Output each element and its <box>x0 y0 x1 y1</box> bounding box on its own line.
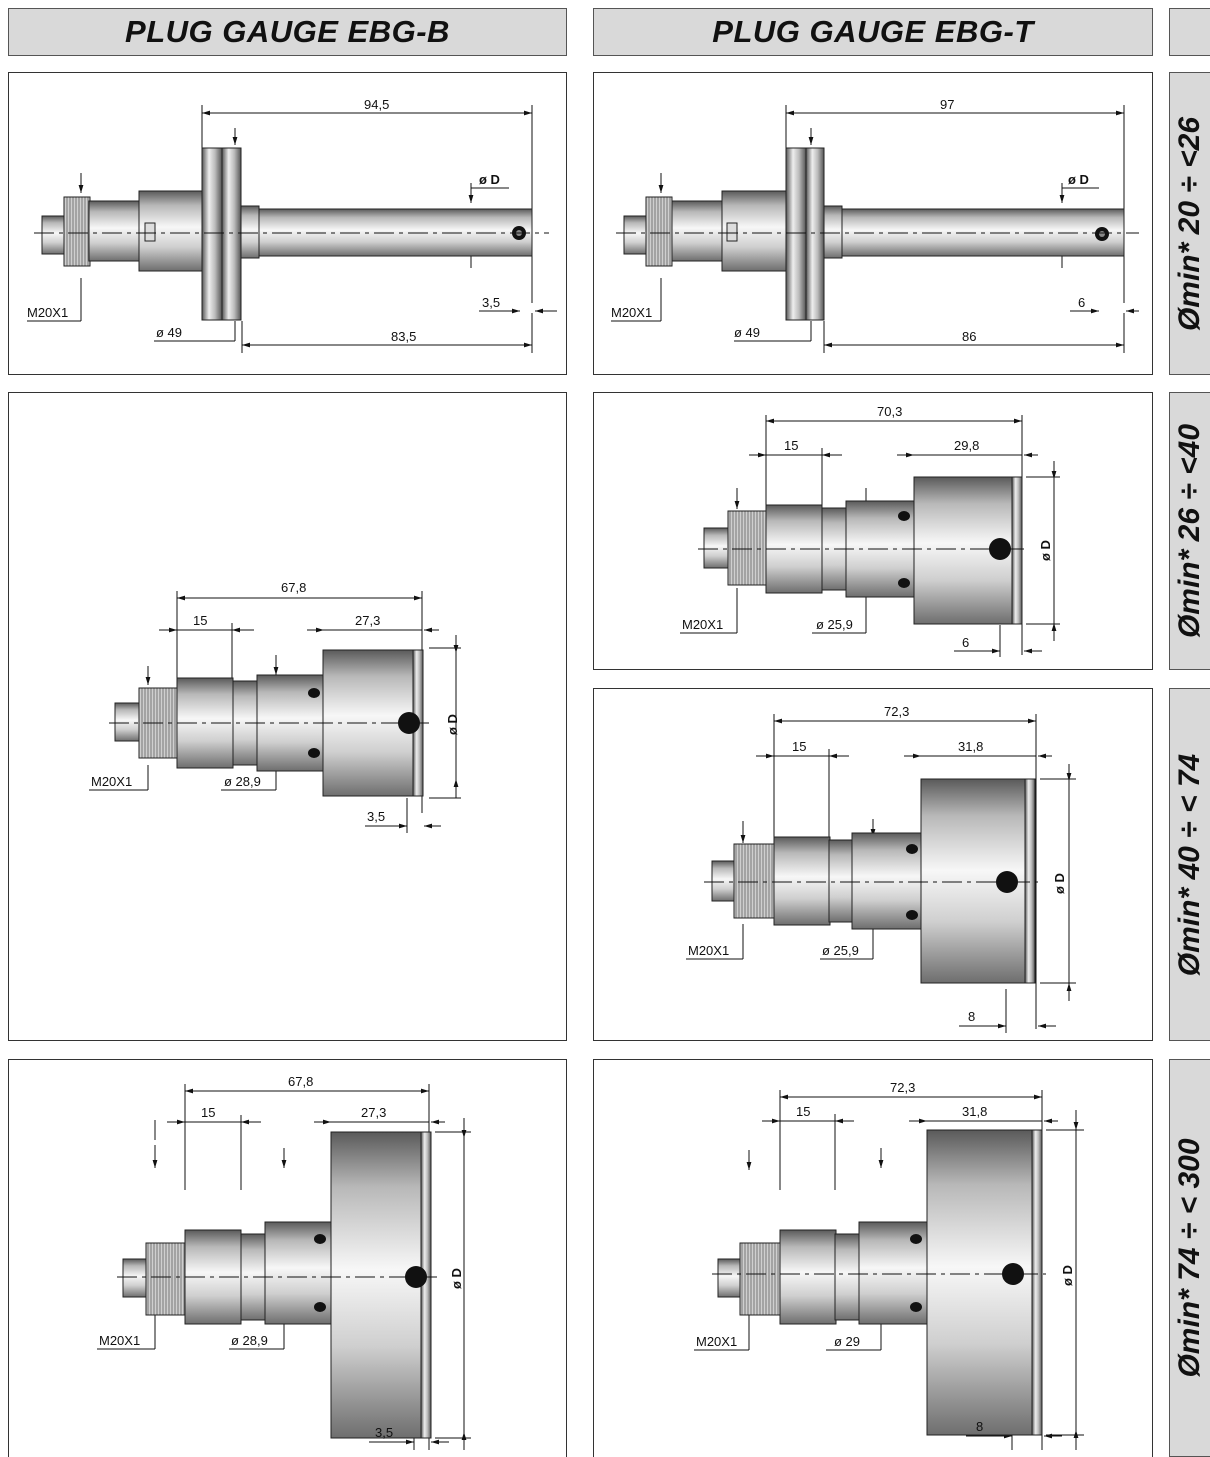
side-label-row1: Ømin* 20 ÷ <26 <box>1169 72 1210 375</box>
dim-b4-dia: ø 28,9 <box>231 1333 268 1348</box>
dim-b1-od: ø D <box>479 172 500 187</box>
dim-b2-off: 3,5 <box>367 809 385 824</box>
dim-t2-a: 15 <box>784 438 798 453</box>
header-ebg-t: PLUG GAUGE EBG-T <box>593 8 1153 56</box>
dim-t2-off: 6 <box>962 635 969 650</box>
dim-t4-off: 8 <box>976 1419 983 1434</box>
side-label-row4-text: Ømin* 74 ÷ < 300 <box>1173 1138 1206 1378</box>
dim-b2-dia: ø 28,9 <box>224 774 261 789</box>
diagram-ebg-t-row4: 72,3 15 31,8 M20X1 ø 29 ø D 8 <box>593 1059 1153 1457</box>
dim-t3-b: 31,8 <box>958 739 983 754</box>
side-label-row3-text: Ømin* 40 ÷ < 74 <box>1173 753 1206 976</box>
dim-b4-od: ø D <box>449 1268 464 1289</box>
header-corner <box>1169 8 1210 56</box>
side-label-row2-text: Ømin* 26 ÷ <40 <box>1173 423 1206 639</box>
dim-t1-od: ø D <box>1068 172 1089 187</box>
dim-t4-dia: ø 29 <box>834 1334 860 1349</box>
diagram-ebg-b-row4: 67,8 15 27,3 M20X1 ø 28,9 ø D 3,5 <box>8 1059 567 1457</box>
dim-t2-od: ø D <box>1038 540 1053 561</box>
header-ebg-b: PLUG GAUGE EBG-B <box>8 8 567 56</box>
dim-t1-len: 86 <box>962 329 976 344</box>
dim-t3-dia: ø 25,9 <box>822 943 859 958</box>
dim-b1-len: 83,5 <box>391 329 416 344</box>
dim-t4-b: 31,8 <box>962 1104 987 1119</box>
diagram-ebg-t-row3: 72,3 15 31,8 M20X1 ø 25,9 ø D 8 <box>593 688 1153 1041</box>
dim-b1-off: 3,5 <box>482 295 500 310</box>
dim-b4-off: 3,5 <box>375 1425 393 1440</box>
diagram-ebg-t-row1: 97 ø D M20X1 ø 49 86 6 <box>593 72 1153 375</box>
side-label-row2: Ømin* 26 ÷ <40 <box>1169 392 1210 670</box>
dim-t1-flange: ø 49 <box>734 325 760 340</box>
dim-b1-flange: ø 49 <box>156 325 182 340</box>
dim-t3-thread: M20X1 <box>688 943 729 958</box>
dim-b4-b: 27,3 <box>361 1105 386 1120</box>
diagram-ebg-t-row2: 70,3 15 29,8 M20X1 ø 25,9 ø D 6 <box>593 392 1153 670</box>
dim-t4-a: 15 <box>796 1104 810 1119</box>
side-label-row4: Ømin* 74 ÷ < 300 <box>1169 1059 1210 1457</box>
dim-b2-od: ø D <box>445 714 460 735</box>
side-label-row1-text: Ømin* 20 ÷ <26 <box>1173 116 1206 331</box>
dim-t3-od: ø D <box>1052 873 1067 894</box>
dim-t4-od: ø D <box>1060 1265 1075 1286</box>
diagram-ebg-b-row1: 94,5 ø D M20X1 ø 49 83,5 3,5 <box>8 72 567 375</box>
dim-t2-b: 29,8 <box>954 438 979 453</box>
dim-b2-b: 27,3 <box>355 613 380 628</box>
header-ebg-t-title: PLUG GAUGE EBG-T <box>712 14 1034 49</box>
dim-b1-top: 94,5 <box>364 97 389 112</box>
dim-t2-dia: ø 25,9 <box>816 617 853 632</box>
dim-b2-total: 67,8 <box>281 580 306 595</box>
dim-b4-a: 15 <box>201 1105 215 1120</box>
dim-t2-thread: M20X1 <box>682 617 723 632</box>
dim-b2-a: 15 <box>193 613 207 628</box>
dim-b2-thread: M20X1 <box>91 774 132 789</box>
dim-t1-off: 6 <box>1078 295 1085 310</box>
dim-b4-total: 67,8 <box>288 1074 313 1089</box>
header-ebg-b-title: PLUG GAUGE EBG-B <box>125 14 450 49</box>
dim-t3-a: 15 <box>792 739 806 754</box>
dim-t3-total: 72,3 <box>884 704 909 719</box>
dim-t1-thread: M20X1 <box>611 305 652 320</box>
dim-t3-off: 8 <box>968 1009 975 1024</box>
side-label-row3: Ømin* 40 ÷ < 74 <box>1169 688 1210 1041</box>
dim-t4-total: 72,3 <box>890 1080 915 1095</box>
dim-t4-thread: M20X1 <box>696 1334 737 1349</box>
dim-b4-thread: M20X1 <box>99 1333 140 1348</box>
dim-b1-thread: M20X1 <box>27 305 68 320</box>
dim-t1-top: 97 <box>940 97 954 112</box>
dim-t2-total: 70,3 <box>877 404 902 419</box>
diagram-ebg-b-row2: 67,8 15 27,3 M20X1 ø 28,9 ø D 3,5 <box>8 392 567 1041</box>
